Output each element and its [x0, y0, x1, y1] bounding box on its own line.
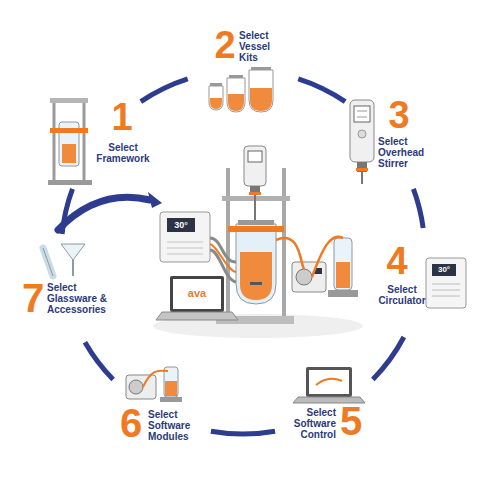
- display-text: 30°: [432, 264, 456, 276]
- label-slot: 30°: [432, 264, 456, 276]
- step-circle: 3Select Overhead Stirrer: [330, 84, 442, 196]
- step-number: 6: [116, 403, 146, 443]
- ring-segment: [413, 189, 423, 228]
- label-slot: ava: [173, 287, 221, 299]
- step-number: 3: [382, 96, 416, 134]
- ring-segment: [85, 342, 113, 379]
- step-circle: 5Select Software Control: [272, 357, 384, 469]
- display-text: 30°: [167, 219, 195, 231]
- logo-text: ava: [173, 287, 221, 299]
- step-number: 5: [336, 401, 366, 441]
- step-label: Select Overhead Stirrer: [378, 136, 434, 169]
- step-circle: 6Select Software Modules: [102, 357, 214, 469]
- step-label: Select Glassware & Accessories: [47, 282, 113, 315]
- circle-outline: [366, 228, 478, 340]
- step-circle: 7Select Glassware & Accessories: [9, 234, 121, 346]
- ring-segment: [141, 79, 188, 102]
- step-label: Select Framework: [94, 142, 152, 164]
- text-slot: 5: [336, 401, 366, 441]
- ring-segment: [211, 431, 275, 434]
- text-slot: 7: [19, 278, 47, 318]
- step-number: 7: [19, 278, 47, 318]
- step-label: Select Software Control: [282, 407, 336, 440]
- ring-segment: [373, 337, 404, 379]
- step-circle: 1Select Framework: [44, 84, 156, 196]
- text-slot: Select Circulator: [374, 284, 430, 306]
- text-slot: 6: [116, 403, 146, 443]
- text-slot: 3: [382, 96, 416, 134]
- step-number: 1: [102, 98, 142, 136]
- text-slot: Select Software Modules: [148, 409, 204, 442]
- ring-segment: [298, 79, 345, 102]
- text-slot: Select Overhead Stirrer: [378, 136, 434, 169]
- step-label: Select Circulator: [374, 284, 430, 306]
- step-number: 4: [380, 242, 414, 280]
- text-slot: 4: [380, 242, 414, 280]
- step-circle: 2Select Vessel Kits: [187, 14, 299, 126]
- label-slot: 30°: [167, 219, 195, 231]
- step-number: 2: [211, 26, 239, 64]
- circle-outline: [44, 84, 156, 196]
- step-label: Select Vessel Kits: [239, 30, 283, 63]
- step-circle: 4Select Circulator: [366, 228, 478, 340]
- step-label: Select Software Modules: [148, 409, 204, 442]
- text-slot: 1: [102, 98, 142, 136]
- ring-segment: [62, 189, 72, 234]
- text-slot: 2: [211, 26, 239, 64]
- text-slot: Select Vessel Kits: [239, 30, 283, 63]
- text-slot: Select Glassware & Accessories: [47, 282, 113, 315]
- text-slot: Select Software Control: [282, 407, 336, 440]
- text-slot: Select Framework: [94, 142, 152, 164]
